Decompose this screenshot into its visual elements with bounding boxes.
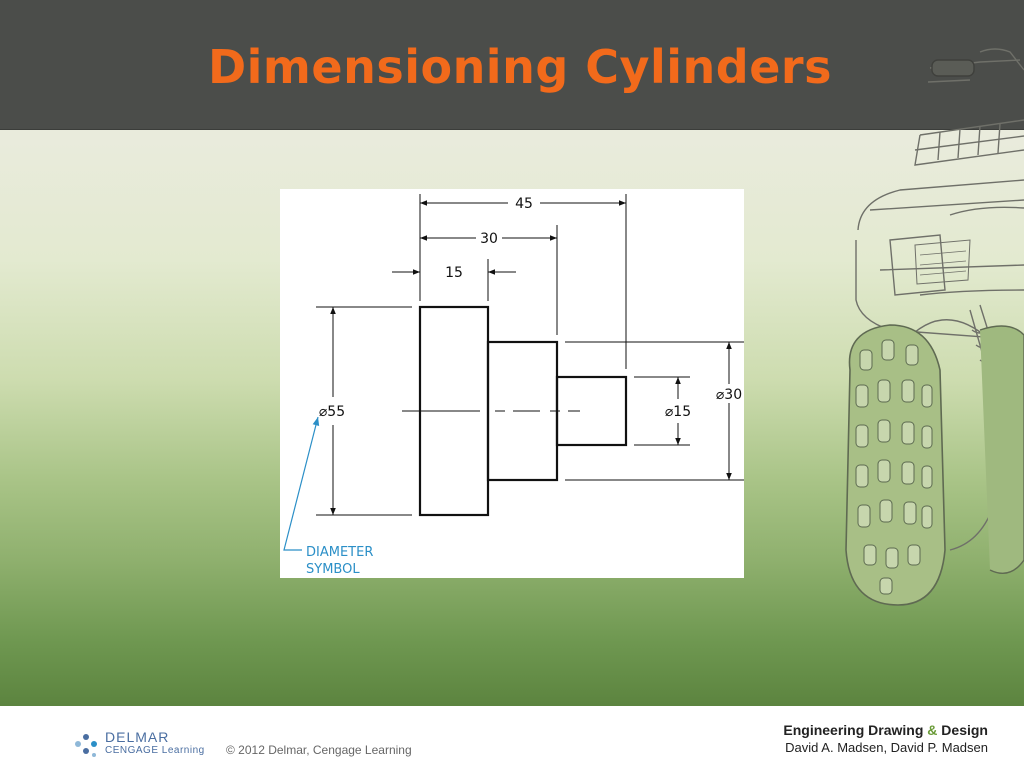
footer: DELMAR CENGAGE Learning © 2012 Delmar, C… (0, 706, 1024, 768)
drawing-canvas: 45 30 15 ⌀55 ⌀15 ⌀30 DIAMETER (283, 194, 744, 577)
slide-title: Dimensioning Cylinders (207, 40, 832, 94)
callout-diameter: DIAMETER (306, 545, 373, 560)
dimension-45: 45 (515, 196, 533, 212)
callout-leader (283, 416, 320, 551)
diameter-55-label: ⌀55 (319, 404, 345, 420)
diameter-15-label: ⌀15 (665, 404, 691, 420)
book-title: Engineering Drawing & Design (783, 722, 988, 738)
slide-background: Dimensioning Cylinders (0, 0, 1024, 706)
book-title-ampersand: & (927, 722, 938, 738)
dimension-15: 15 (445, 265, 463, 281)
atv-illustration (845, 48, 1024, 606)
dimension-30: 30 (480, 231, 498, 247)
diameter-30-label: ⌀30 (716, 387, 742, 403)
dimensioned-cylinder-drawing: 45 30 15 ⌀55 ⌀15 ⌀30 DIAMETER (280, 189, 744, 578)
title-bar: Dimensioning Cylinders (0, 0, 1024, 130)
extension-lines (316, 194, 744, 516)
book-authors: David A. Madsen, David P. Madsen (785, 740, 988, 755)
callout-symbol: SYMBOL (306, 562, 360, 577)
copyright-notice: © 2012 Delmar, Cengage Learning (226, 743, 412, 757)
book-title-part1: Engineering Drawing (783, 722, 928, 738)
publisher-name: DELMAR (105, 729, 170, 745)
publisher-logo-icon (75, 734, 97, 757)
book-title-part2: Design (937, 722, 988, 738)
publisher-subtitle: CENGAGE Learning (105, 745, 205, 756)
